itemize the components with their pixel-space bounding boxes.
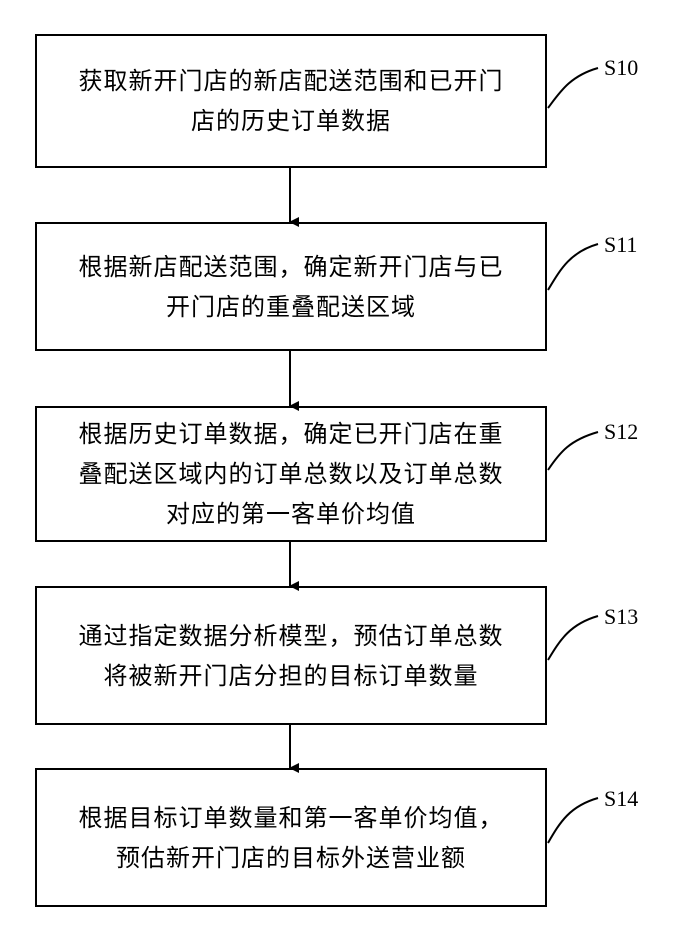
step-label-s14: S14 (604, 786, 638, 812)
leader-line-s11 (548, 244, 598, 290)
leader-line-s12 (548, 432, 598, 470)
leader-line-s10 (548, 68, 598, 108)
step-text-s11: 根据新店配送范围，确定新开门店与已 开门店的重叠配送区域 (79, 247, 504, 327)
leader-line-s13 (548, 616, 598, 660)
step-box-s13: 通过指定数据分析模型，预估订单总数 将被新开门店分担的目标订单数量 (35, 586, 547, 725)
step-text-s14: 根据目标订单数量和第一客单价均值， 预估新开门店的目标外送营业额 (79, 798, 504, 878)
step-label-s13: S13 (604, 604, 638, 630)
step-text-s13: 通过指定数据分析模型，预估订单总数 将被新开门店分担的目标订单数量 (79, 616, 504, 696)
step-box-s11: 根据新店配送范围，确定新开门店与已 开门店的重叠配送区域 (35, 222, 547, 351)
step-box-s14: 根据目标订单数量和第一客单价均值， 预估新开门店的目标外送营业额 (35, 768, 547, 907)
step-text-s10: 获取新开门店的新店配送范围和已开门 店的历史订单数据 (79, 61, 504, 141)
leader-line-s14 (548, 798, 598, 843)
step-label-s12: S12 (604, 419, 638, 445)
step-label-s11: S11 (604, 232, 637, 258)
step-box-s12: 根据历史订单数据，确定已开门店在重 叠配送区域内的订单总数以及订单总数 对应的第… (35, 406, 547, 542)
step-label-s10: S10 (604, 55, 638, 81)
step-box-s10: 获取新开门店的新店配送范围和已开门 店的历史订单数据 (35, 34, 547, 168)
step-text-s12: 根据历史订单数据，确定已开门店在重 叠配送区域内的订单总数以及订单总数 对应的第… (79, 414, 504, 534)
